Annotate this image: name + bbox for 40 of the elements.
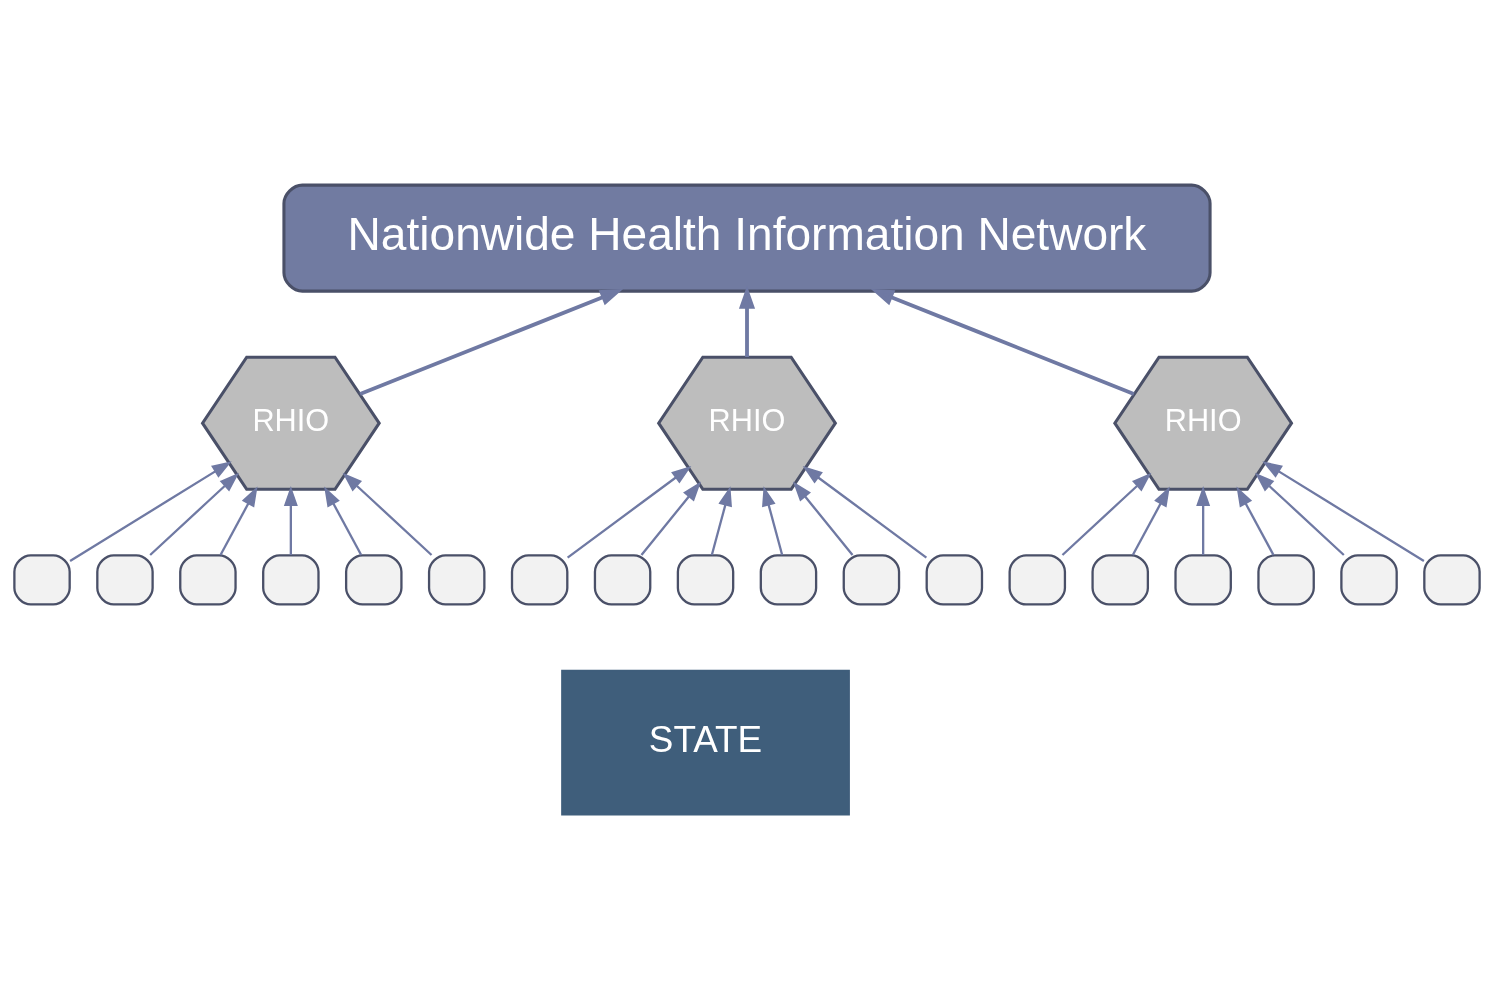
node-box: [759, 554, 818, 606]
arrow: [802, 465, 928, 559]
arrow: [324, 486, 363, 556]
node-box: [179, 554, 237, 606]
node-box: [262, 554, 320, 606]
arrow: [1262, 461, 1425, 562]
node-box: [13, 554, 71, 606]
node-box: [925, 554, 984, 606]
arrow: [219, 486, 258, 556]
node-box: [96, 554, 154, 606]
arrow: [342, 472, 433, 556]
arrow: [1236, 486, 1275, 556]
arrow: [1131, 486, 1170, 556]
arrow: [792, 481, 854, 556]
node-box: [345, 554, 403, 606]
arrow: [283, 486, 298, 555]
node-box: [510, 554, 569, 606]
arrow: [69, 461, 232, 562]
node-box: [1340, 554, 1398, 606]
node-box: [427, 554, 486, 606]
arrow: [762, 486, 784, 556]
arrow: [710, 486, 732, 556]
arrow: [1061, 472, 1152, 556]
node-box: Nationwide Health Information Network: [282, 183, 1212, 293]
node-box: [1423, 554, 1481, 606]
arrow: [1196, 486, 1211, 555]
node-box: [1008, 554, 1067, 606]
arrow: [566, 465, 692, 559]
node-box: STATE: [561, 669, 850, 816]
node-box: [593, 554, 652, 606]
arrow: [149, 472, 240, 556]
node-box: [1174, 554, 1232, 606]
arrow: [640, 481, 702, 556]
arrow: [870, 289, 1135, 396]
node-box: [1091, 554, 1149, 606]
arrow: [1254, 472, 1345, 556]
node-box: [842, 554, 901, 606]
arrow: [359, 289, 624, 396]
node-box: [1257, 554, 1315, 606]
node-box: [676, 554, 735, 606]
